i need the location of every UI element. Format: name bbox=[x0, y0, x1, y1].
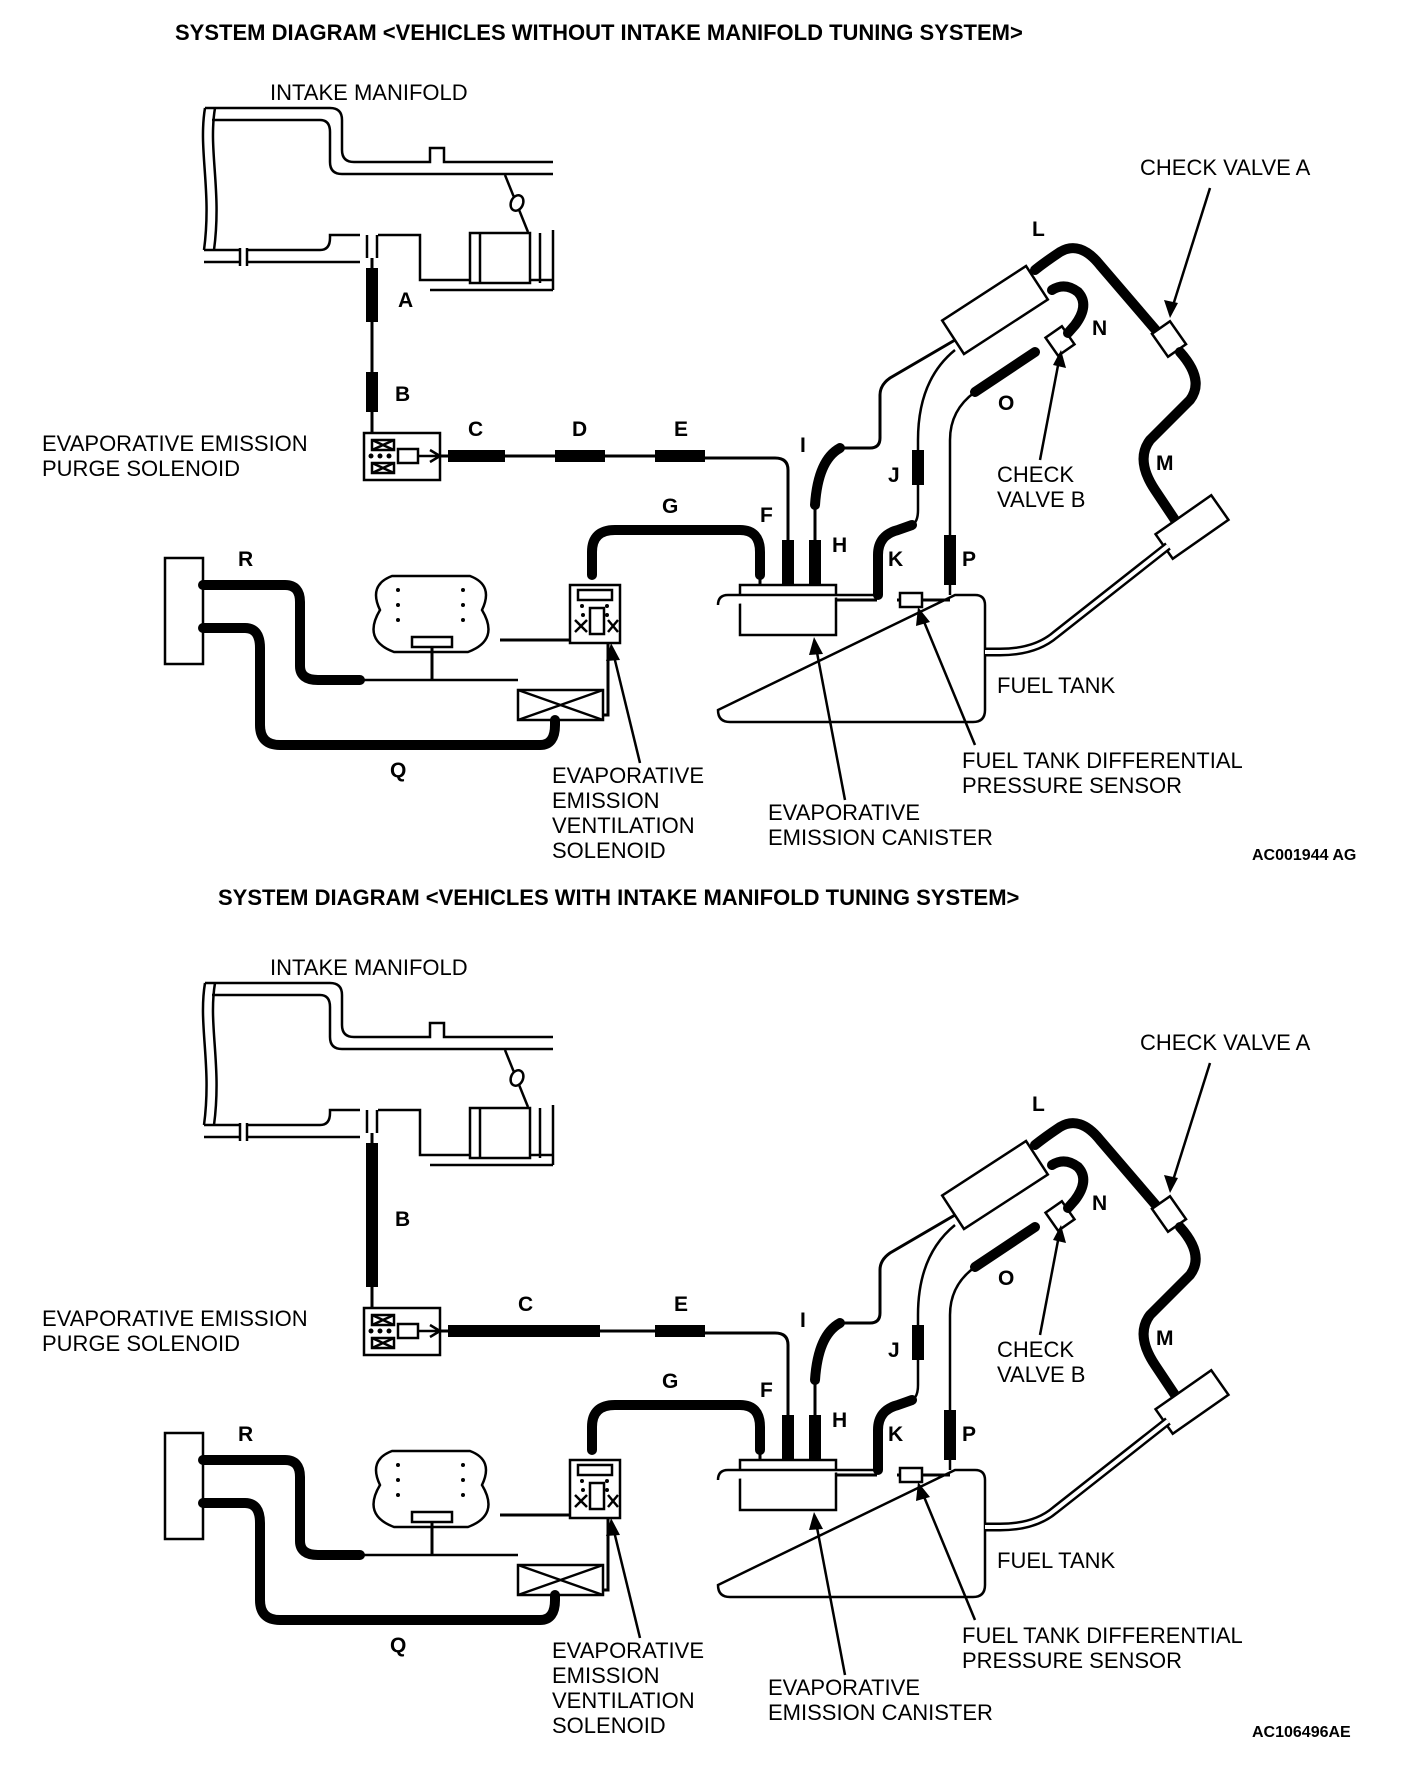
canister-label-2: EMISSION CANISTER bbox=[768, 1700, 993, 1725]
hose-label-r: R bbox=[238, 548, 253, 571]
hose-label-b: B bbox=[395, 1208, 410, 1231]
purge-solenoid-label-1: EVAPORATIVE EMISSION bbox=[42, 431, 308, 456]
hose-label-e: E bbox=[674, 418, 688, 441]
hose-label-q: Q bbox=[390, 1634, 406, 1657]
fuel-tank-label: FUEL TANK bbox=[997, 673, 1116, 698]
hose-label-g: G bbox=[662, 1370, 678, 1393]
hose-label-m: M bbox=[1156, 452, 1174, 475]
vent-solenoid-label-4: SOLENOID bbox=[552, 1713, 666, 1738]
hose-label-b: B bbox=[395, 383, 410, 406]
hose-label-o: O bbox=[998, 392, 1014, 415]
hose-labels: B C E F G H I J K L M N O P Q R bbox=[238, 1093, 1174, 1657]
hose-label-c: C bbox=[518, 1293, 533, 1316]
canister-label-1: EVAPORATIVE bbox=[768, 800, 920, 825]
hose-label-f: F bbox=[760, 1379, 773, 1402]
diagram-title: SYSTEM DIAGRAM <VEHICLES WITH INTAKE MAN… bbox=[218, 885, 1019, 910]
hose-label-j: J bbox=[888, 464, 900, 487]
system-drawing bbox=[165, 108, 1228, 745]
canister-label-2: EMISSION CANISTER bbox=[768, 825, 993, 850]
hose-label-r: R bbox=[238, 1423, 253, 1446]
hose-label-q: Q bbox=[390, 759, 406, 782]
pressure-sensor-label-1: FUEL TANK DIFFERENTIAL bbox=[962, 1623, 1243, 1648]
diagram-without-tuning: SYSTEM DIAGRAM <VEHICLES WITHOUT INTAKE … bbox=[42, 20, 1356, 864]
hose-labels: A B C D E F G H I J K L M N O P Q R bbox=[238, 218, 1174, 782]
hose-label-j: J bbox=[888, 1339, 900, 1362]
hose-label-o: O bbox=[998, 1267, 1014, 1290]
check-valve-a-label: CHECK VALVE A bbox=[1140, 155, 1311, 180]
hose-label-i: I bbox=[800, 1309, 806, 1332]
pressure-sensor-label-1: FUEL TANK DIFFERENTIAL bbox=[962, 748, 1243, 773]
hose-label-n: N bbox=[1092, 317, 1107, 340]
hose-label-g: G bbox=[662, 495, 678, 518]
hose-label-h: H bbox=[832, 534, 847, 557]
vent-solenoid-label-2: EMISSION bbox=[552, 1663, 660, 1688]
hose-label-c: C bbox=[468, 418, 483, 441]
hose-label-k: K bbox=[888, 1423, 903, 1446]
figure-code: AC106496AE bbox=[1252, 1724, 1351, 1741]
hose-label-e: E bbox=[674, 1293, 688, 1316]
hose-label-p: P bbox=[962, 1423, 976, 1446]
check-valve-b-label-2: VALVE B bbox=[997, 1362, 1085, 1387]
hose-label-l: L bbox=[1032, 218, 1045, 241]
hose-label-m: M bbox=[1156, 1327, 1174, 1350]
check-valve-b-label-2: VALVE B bbox=[997, 487, 1085, 512]
purge-solenoid-label-2: PURGE SOLENOID bbox=[42, 456, 240, 481]
figure-code: AC001944 AG bbox=[1252, 847, 1356, 864]
hose-label-n: N bbox=[1092, 1192, 1107, 1215]
hose-label-i: I bbox=[800, 434, 806, 457]
hose-label-l: L bbox=[1032, 1093, 1045, 1116]
hose-label-p: P bbox=[962, 548, 976, 571]
hose-label-h: H bbox=[832, 1409, 847, 1432]
vent-solenoid-label-4: SOLENOID bbox=[552, 838, 666, 863]
pressure-sensor-label-2: PRESSURE SENSOR bbox=[962, 1648, 1182, 1673]
purge-solenoid-label-2: PURGE SOLENOID bbox=[42, 1331, 240, 1356]
intake-manifold-label: INTAKE MANIFOLD bbox=[270, 955, 468, 980]
hose-label-d: D bbox=[572, 418, 587, 441]
intake-manifold-label: INTAKE MANIFOLD bbox=[270, 80, 468, 105]
vent-solenoid-label-3: VENTILATION bbox=[552, 813, 695, 838]
vent-solenoid-label-1: EVAPORATIVE bbox=[552, 1638, 704, 1663]
vent-solenoid-label-3: VENTILATION bbox=[552, 1688, 695, 1713]
vent-solenoid-label-1: EVAPORATIVE bbox=[552, 763, 704, 788]
canister-label-1: EVAPORATIVE bbox=[768, 1675, 920, 1700]
system-drawing bbox=[165, 983, 1228, 1620]
check-valve-b-label-1: CHECK bbox=[997, 1337, 1074, 1362]
fuel-tank-label: FUEL TANK bbox=[997, 1548, 1116, 1573]
diagram-title: SYSTEM DIAGRAM <VEHICLES WITHOUT INTAKE … bbox=[175, 20, 1023, 45]
hose-label-a: A bbox=[398, 289, 413, 312]
hose-label-k: K bbox=[888, 548, 903, 571]
vent-solenoid-label-2: EMISSION bbox=[552, 788, 660, 813]
check-valve-a-label: CHECK VALVE A bbox=[1140, 1030, 1311, 1055]
hose-label-f: F bbox=[760, 504, 773, 527]
diagram-with-tuning: SYSTEM DIAGRAM <VEHICLES WITH INTAKE MAN… bbox=[42, 885, 1351, 1741]
check-valve-b-label-1: CHECK bbox=[997, 462, 1074, 487]
pressure-sensor-label-2: PRESSURE SENSOR bbox=[962, 773, 1182, 798]
purge-solenoid-label-1: EVAPORATIVE EMISSION bbox=[42, 1306, 308, 1331]
